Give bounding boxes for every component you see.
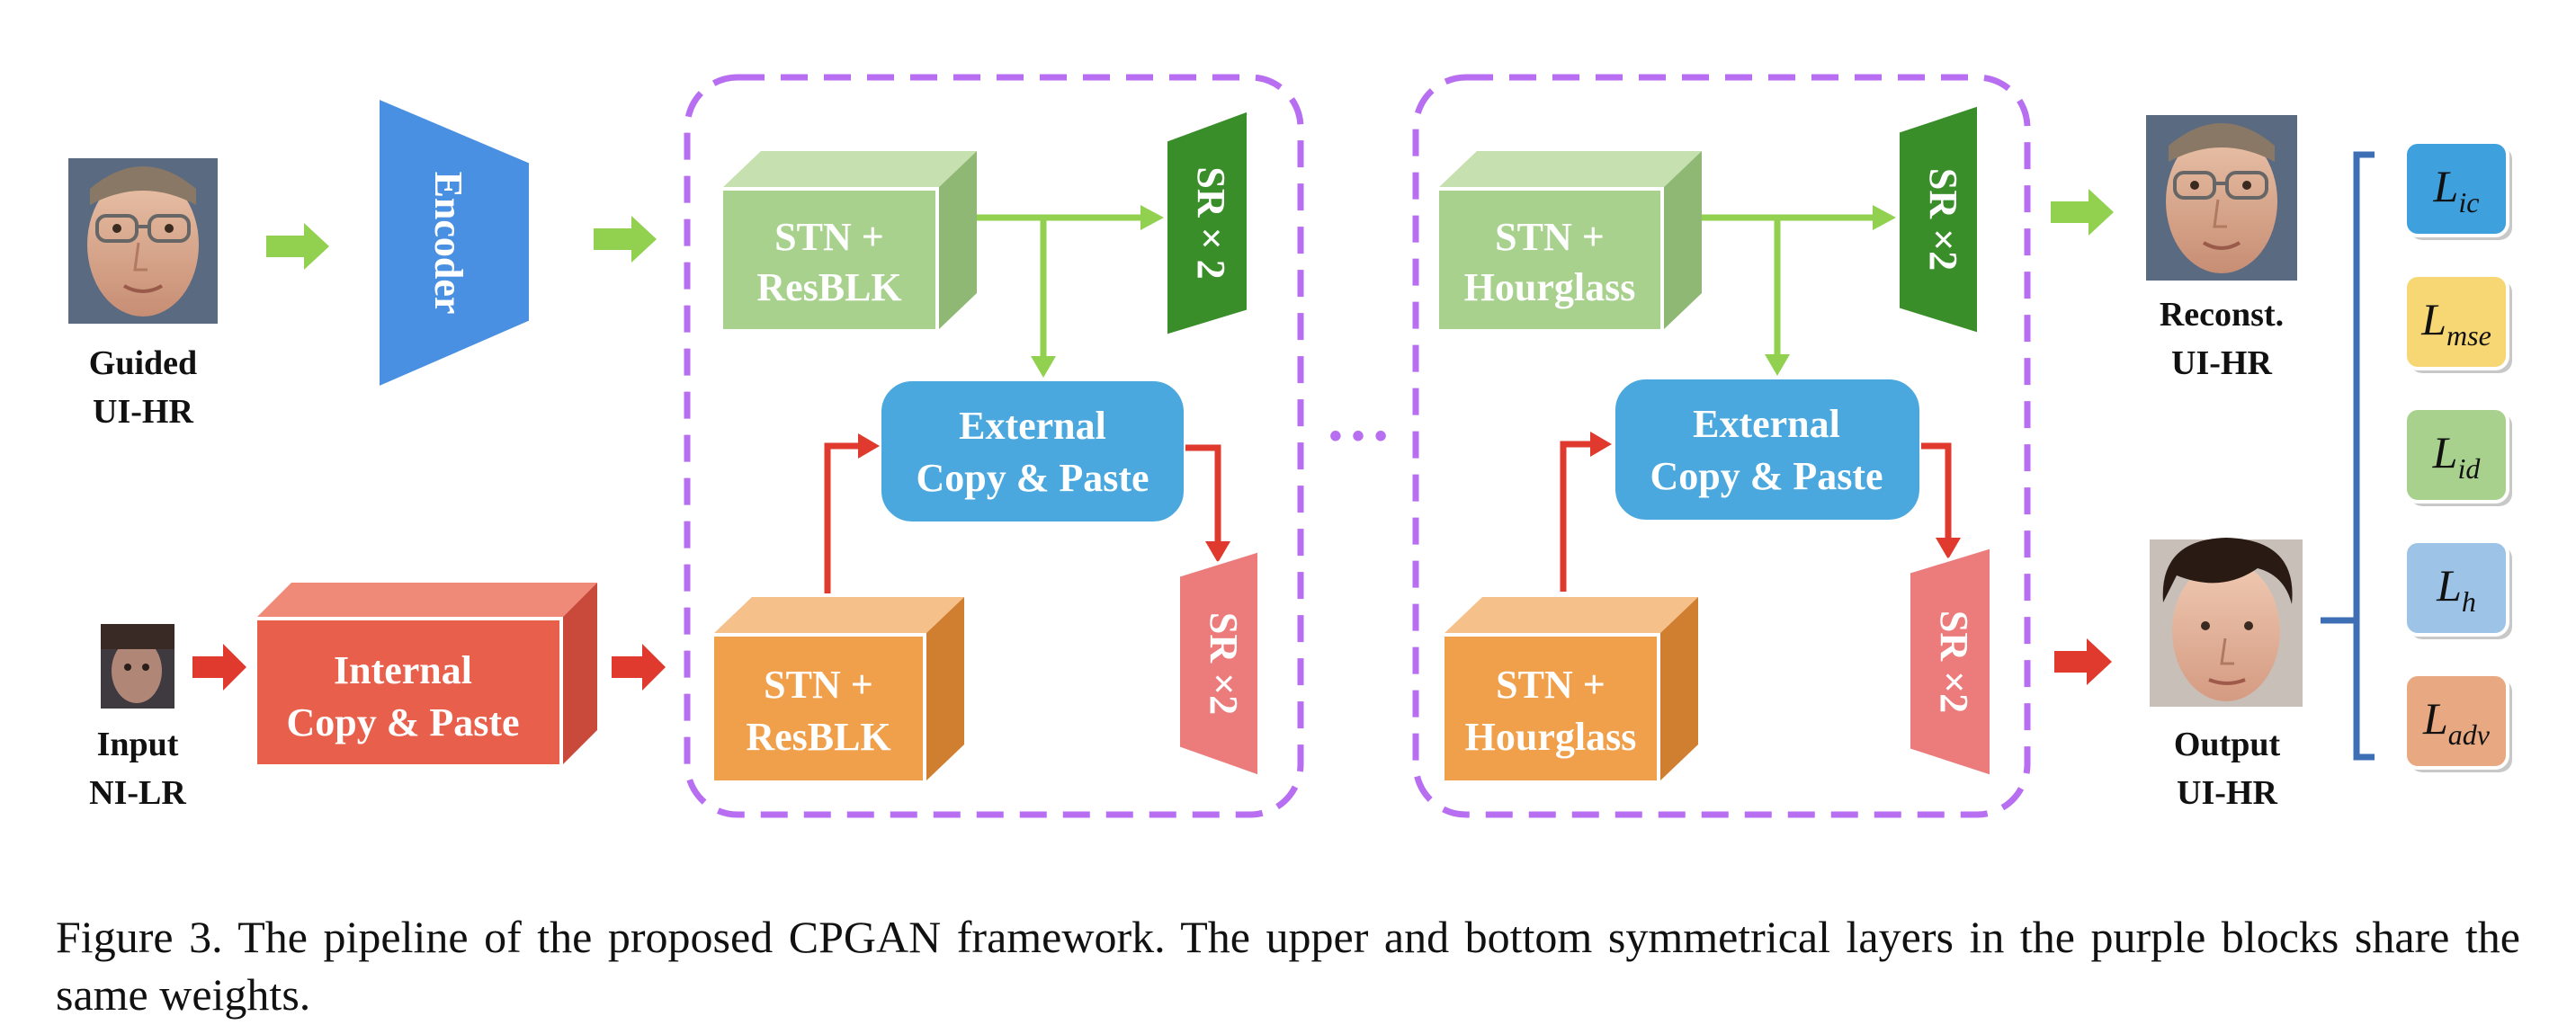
- red-arrow-1: [192, 644, 246, 691]
- guided-label-line1: Guided: [89, 344, 197, 382]
- stage1-top-label-line2: ResBLK: [756, 265, 901, 309]
- stage2-external-block: External Copy & Paste: [1612, 376, 1923, 523]
- loss-label-mse: Lmse: [2420, 294, 2491, 352]
- stage2-sr-bottom-label: SR ×2: [1932, 611, 1976, 713]
- reconst-label: Reconst. UI-HR: [2160, 296, 2284, 382]
- loss-label-id: Lid: [2432, 427, 2482, 485]
- stage1-red-arrowhead-up: [858, 433, 880, 459]
- stage1-green-arrowhead-h: [1140, 205, 1164, 230]
- stage1-red-line-up: [824, 442, 860, 593]
- encoder-block: Encoder: [376, 94, 532, 392]
- green-arrow-3: [2051, 189, 2114, 236]
- stage2-bottom-label-line1: STN +: [1496, 663, 1606, 707]
- output-label-line2: UI-HR: [2177, 774, 2277, 812]
- stage2-external-line2: Copy & Paste: [1650, 454, 1883, 498]
- green-arrow-1: [266, 223, 329, 270]
- reconst-label-line2: UI-HR: [2171, 344, 2272, 382]
- stage2-red-arrowhead-down: [1936, 538, 1961, 559]
- stage2-purple-box: [1412, 74, 2031, 818]
- stage1-green-arrowhead-v: [1031, 356, 1056, 378]
- stage2-sr-top-label: SR ×2: [1921, 168, 1965, 271]
- input-face-image: [101, 624, 174, 709]
- output-label-line1: Output: [2174, 726, 2281, 763]
- loss-box-id: Lid: [2403, 406, 2512, 506]
- internal-copy-paste-block: Internal Copy & Paste: [254, 583, 597, 768]
- output-label: Output UI-HR: [2174, 726, 2281, 812]
- stage1-purple-box: [684, 74, 1304, 818]
- red-arrow-2: [612, 644, 666, 691]
- loss-box-adv: Ladv: [2403, 673, 2512, 772]
- input-label-line1: Input: [97, 726, 179, 763]
- loss-label-h: Lh: [2436, 560, 2476, 618]
- input-label-line2: NI-LR: [89, 774, 186, 812]
- stage1-sr-bottom: SR ×2: [1176, 548, 1261, 780]
- stage1-red-arrowhead-down: [1205, 541, 1230, 563]
- encoder-label: Encoder: [426, 172, 470, 315]
- stage1-red-line-down: [1185, 444, 1221, 543]
- stage2-red-line-down: [1921, 442, 1952, 539]
- red-arrow-3: [2054, 638, 2112, 685]
- stage1-external-line2: Copy & Paste: [916, 456, 1149, 500]
- stage2-bottom-block: STN + Hourglass: [1441, 597, 1698, 784]
- output-face-image: [2150, 538, 2303, 707]
- stage2-external-line1: External: [1693, 402, 1840, 446]
- reconst-label-line1: Reconst.: [2160, 296, 2284, 334]
- loss-box-ic: Lic: [2403, 140, 2512, 240]
- reconst-face-image: [2146, 115, 2297, 281]
- stage2-sr-bottom: SR ×2: [1907, 544, 1993, 780]
- figure-caption: Figure 3. The pipeline of the proposed C…: [56, 912, 2520, 1020]
- loss-bracket: [2321, 151, 2375, 761]
- stage1-top-block: STN + ResBLK: [720, 151, 977, 333]
- internal-label-line2: Copy & Paste: [286, 700, 519, 744]
- stage1-external-line1: External: [959, 404, 1106, 448]
- stage2-top-label-line1: STN +: [1495, 215, 1605, 259]
- stage2-green-arrowhead-v: [1765, 354, 1790, 376]
- stage1-sr-top: SR × 2: [1164, 107, 1250, 339]
- stage1-top-label-line1: STN +: [774, 215, 884, 259]
- stage1-sr-top-label: SR × 2: [1189, 166, 1233, 279]
- guided-label-line2: UI-HR: [93, 393, 193, 431]
- loss-box-h: Lh: [2403, 539, 2512, 639]
- stage2-bottom-label-line2: Hourglass: [1465, 715, 1637, 759]
- stage1-bottom-label-line2: ResBLK: [746, 715, 890, 759]
- stage2-top-block: STN + Hourglass: [1436, 151, 1702, 333]
- stage1-external-block: External Copy & Paste: [878, 378, 1187, 525]
- stage2-top-label-line2: Hourglass: [1464, 265, 1636, 309]
- stage1-bottom-block: STN + ResBLK: [711, 597, 964, 784]
- stage2-red-arrowhead-up: [1590, 432, 1612, 457]
- green-arrow-2: [594, 216, 657, 263]
- loss-label-ic: Lic: [2433, 161, 2480, 218]
- input-label: Input NI-LR: [89, 726, 186, 812]
- stage2-green-arrowhead-h: [1873, 205, 1896, 230]
- stage2-red-line-up: [1560, 441, 1592, 592]
- stage1-sr-bottom-label: SR ×2: [1202, 612, 1246, 715]
- ellipsis: • • •: [1329, 416, 1387, 456]
- stage2-sr-top: SR ×2: [1896, 102, 1981, 337]
- stage1-bottom-label-line1: STN +: [764, 663, 873, 707]
- guided-face-image: [68, 158, 218, 324]
- guided-label: Guided UI-HR: [89, 344, 197, 431]
- loss-label-adv: Ladv: [2422, 693, 2491, 751]
- loss-box-mse: Lmse: [2403, 273, 2512, 373]
- internal-label-line1: Internal: [334, 648, 472, 692]
